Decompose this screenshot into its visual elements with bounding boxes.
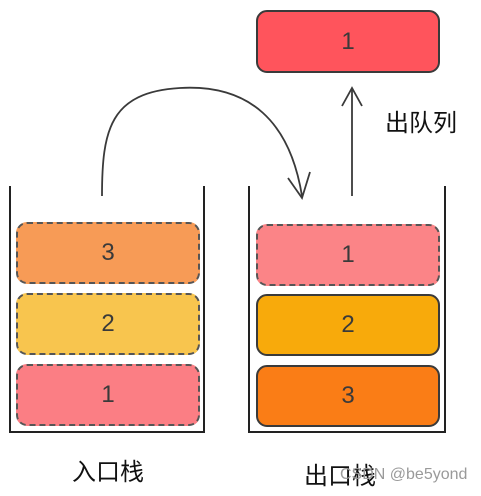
- input-stack-item: 3: [16, 222, 200, 284]
- watermark: CSDN @be5yond: [340, 466, 468, 483]
- input-stack-label: 入口栈: [72, 458, 144, 486]
- input-stack-item: 1: [16, 364, 200, 426]
- input-stack-item: 2: [16, 293, 200, 355]
- output-stack-label: 出口栈: [304, 462, 376, 490]
- dequeued-block-value: 1: [341, 27, 355, 55]
- transfer-arrowhead: [287, 171, 311, 201]
- input-stack-item-value: 1: [101, 381, 115, 408]
- output-stack-item-value: 3: [341, 382, 355, 409]
- input-stack-item-value: 3: [101, 239, 115, 266]
- input-stack-container: [9, 186, 205, 433]
- output-stack-item: 2: [256, 294, 440, 356]
- output-stack-container: [248, 186, 446, 433]
- input-stack-item-value: 2: [101, 310, 115, 337]
- dequeue-arrowhead: [341, 86, 363, 107]
- dequeue-label: 出队列: [385, 109, 457, 137]
- output-stack-item-value: 1: [341, 241, 355, 268]
- output-stack-item-value: 2: [341, 311, 355, 338]
- dequeued-block: 1: [256, 10, 440, 73]
- output-stack-item: 1: [256, 224, 440, 286]
- transfer-arrow: [101, 86, 303, 197]
- output-stack-item: 3: [256, 365, 440, 427]
